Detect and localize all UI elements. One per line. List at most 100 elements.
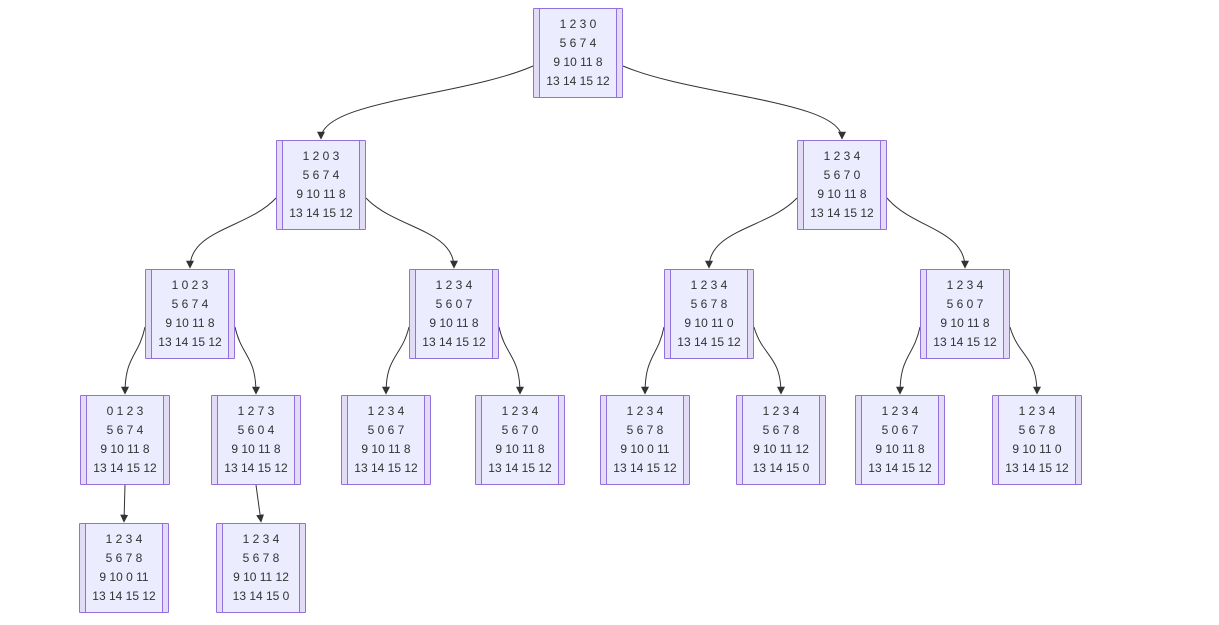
node-side-stripe: [80, 524, 86, 612]
puzzle-row: 1 2 3 4: [105, 532, 143, 546]
tree-edge: [753, 326, 785, 395]
puzzle-row: 9 10 11 8: [361, 442, 411, 456]
puzzle-row: 9 10 11 8: [296, 187, 346, 201]
puzzle-row: 5 6 7 8: [1018, 423, 1056, 437]
puzzle-row: 9 10 11 8: [875, 442, 925, 456]
tree-edge: [896, 326, 921, 395]
node-side-stripe: [737, 396, 743, 484]
node-side-stripe: [601, 396, 607, 484]
puzzle-row: 9 10 0 11: [99, 570, 149, 584]
node-side-stripe: [410, 270, 416, 358]
state-node: 1 2 3 4 5 6 7 8 9 10 11 12 13 14 15 0: [736, 395, 826, 485]
node-side-stripe: [81, 396, 87, 484]
tree-edge: [705, 197, 798, 269]
puzzle-row: 5 6 7 4: [106, 423, 144, 437]
node-side-stripe: [1003, 270, 1009, 358]
puzzle-row: 5 6 7 4: [302, 168, 340, 182]
node-side-stripe: [146, 270, 152, 358]
node-side-stripe: [938, 396, 944, 484]
node-side-stripe: [798, 141, 804, 229]
puzzle-row: 13 14 15 12: [158, 335, 222, 349]
puzzle-row: 5 6 7 8: [626, 423, 664, 437]
puzzle-row: 1 0 2 3: [171, 278, 209, 292]
puzzle-row: 1 2 3 4: [762, 404, 800, 418]
puzzle-row: 9 10 0 11: [620, 442, 670, 456]
puzzle-row: 13 14 15 12: [810, 206, 874, 220]
node-side-stripe: [747, 270, 753, 358]
puzzle-row: 5 6 7 0: [823, 168, 861, 182]
puzzle-grid: 1 2 3 4 5 6 7 8 9 10 11 12 13 14 15 0: [743, 396, 819, 484]
node-side-stripe: [492, 270, 498, 358]
node-side-stripe: [616, 9, 622, 97]
puzzle-row: 1 2 3 4: [881, 404, 919, 418]
node-side-stripe: [665, 270, 671, 358]
puzzle-row: 5 6 7 8: [762, 423, 800, 437]
puzzle-row: 9 10 11 8: [165, 316, 215, 330]
puzzle-row: 13 14 15 12: [677, 335, 741, 349]
node-side-stripe: [683, 396, 689, 484]
tree-edge: [622, 65, 846, 140]
node-side-stripe: [228, 270, 234, 358]
puzzle-row: 5 6 0 4: [237, 423, 275, 437]
puzzle-row: 13 14 15 12: [224, 461, 288, 475]
node-side-stripe: [880, 141, 886, 229]
puzzle-row: 5 6 7 0: [501, 423, 539, 437]
state-node: 1 2 3 4 5 6 7 0 9 10 11 8 13 14 15 12: [475, 395, 565, 485]
tree-edge: [498, 326, 524, 395]
puzzle-row: 9 10 11 12: [753, 442, 809, 456]
puzzle-row: 13 14 15 12: [933, 335, 997, 349]
puzzle-row: 9 10 11 8: [817, 187, 867, 201]
puzzle-row: 13 14 15 12: [289, 206, 353, 220]
puzzle-row: 13 14 15 12: [488, 461, 552, 475]
puzzle-row: 1 2 3 4: [946, 278, 984, 292]
puzzle-row: 9 10 11 8: [495, 442, 545, 456]
node-side-stripe: [1075, 396, 1081, 484]
puzzle-grid: 1 2 3 4 5 6 7 0 9 10 11 8 13 14 15 12: [482, 396, 558, 484]
puzzle-row: 1 2 3 4: [626, 404, 664, 418]
puzzle-row: 1 2 3 4: [242, 532, 280, 546]
node-side-stripe: [993, 396, 999, 484]
tree-edge: [641, 326, 665, 395]
puzzle-row: 9 10 11 8: [553, 55, 603, 69]
puzzle-row: 13 14 15 0: [752, 461, 810, 475]
puzzle-row: 5 6 0 7: [435, 297, 473, 311]
puzzle-row: 5 6 0 7: [946, 297, 984, 311]
puzzle-row: 13 14 15 12: [92, 589, 156, 603]
puzzle-row: 1 2 3 4: [1018, 404, 1056, 418]
puzzle-row: 13 14 15 12: [93, 461, 157, 475]
puzzle-row: 1 2 3 4: [501, 404, 539, 418]
node-side-stripe: [819, 396, 825, 484]
node-side-stripe: [558, 396, 564, 484]
puzzle-row: 1 2 3 4: [367, 404, 405, 418]
node-side-stripe: [163, 396, 169, 484]
tree-edge: [886, 197, 969, 269]
puzzle-row: 13 14 15 0: [232, 589, 290, 603]
puzzle-row: 9 10 11 8: [429, 316, 479, 330]
node-side-stripe: [424, 396, 430, 484]
puzzle-row: 9 10 11 8: [231, 442, 281, 456]
tree-edge: [365, 197, 458, 269]
puzzle-row: 5 0 6 7: [367, 423, 405, 437]
